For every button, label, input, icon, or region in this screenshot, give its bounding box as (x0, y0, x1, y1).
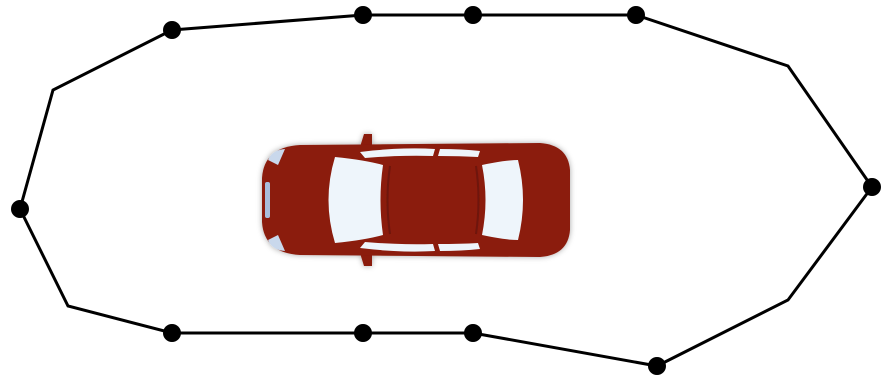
car-body (262, 143, 570, 257)
car-top-view-icon (262, 134, 570, 266)
car-side-window (360, 242, 435, 252)
vertex-marker (627, 6, 645, 24)
boundary-vertices (11, 6, 881, 375)
car-windshield (328, 157, 383, 243)
car-headlight (268, 149, 285, 165)
vertex-marker (163, 21, 181, 39)
car-side-window (438, 149, 480, 157)
vertex-marker (648, 357, 666, 375)
car-roof-line (475, 165, 480, 235)
car-headlight (268, 235, 285, 251)
car-roof-line (386, 165, 391, 235)
vertex-marker (863, 178, 881, 196)
vertex-marker (11, 200, 29, 218)
car-side-window (360, 148, 435, 158)
car-grille-light (265, 182, 270, 218)
car-side-window (438, 243, 480, 251)
car-mirror-bottom (360, 253, 372, 266)
vertex-marker (163, 324, 181, 342)
car-rear-window (482, 160, 523, 240)
vertex-marker (464, 324, 482, 342)
vertex-marker (354, 6, 372, 24)
car-mirror-top (360, 134, 372, 147)
vertex-marker (464, 6, 482, 24)
vertex-marker (354, 324, 372, 342)
